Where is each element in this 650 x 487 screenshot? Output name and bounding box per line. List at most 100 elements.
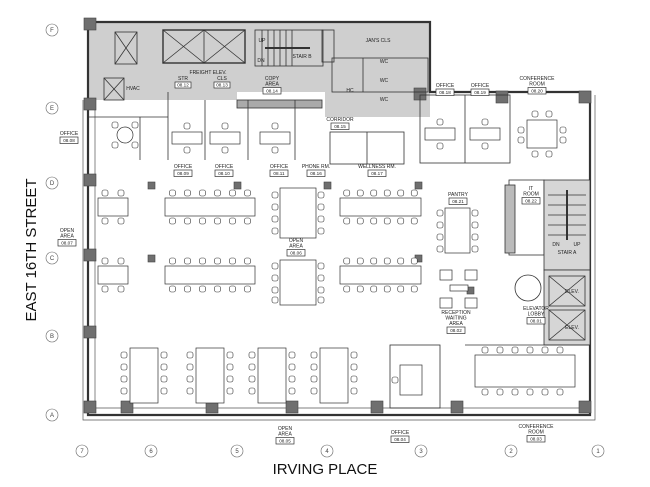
chair — [199, 257, 206, 265]
chair — [356, 257, 364, 265]
chair — [226, 375, 234, 383]
structural-column — [495, 90, 509, 104]
grid-col-bubble: 5 — [230, 444, 244, 458]
core-partitions — [88, 29, 591, 409]
chair — [317, 286, 325, 294]
chair — [229, 189, 236, 197]
room-number: 08.17 — [371, 171, 383, 176]
chair — [310, 387, 318, 395]
chair — [343, 285, 351, 293]
stair-a-up: UP — [574, 242, 582, 248]
chair — [397, 285, 405, 293]
room-number: 08.18 — [439, 90, 451, 95]
grid-row-bubble: A — [45, 408, 59, 422]
grid-row-label: C — [50, 256, 55, 262]
chair — [471, 233, 479, 241]
room-name: RECEPTION — [441, 310, 471, 316]
room-name: PHONE RM. — [302, 164, 330, 170]
chair — [496, 388, 504, 396]
chair — [244, 189, 251, 197]
chair — [244, 257, 251, 265]
chair — [226, 363, 234, 371]
desk — [164, 265, 256, 285]
chair — [397, 189, 405, 197]
chair — [271, 286, 279, 294]
chair — [436, 233, 444, 241]
desk — [97, 197, 129, 217]
chair — [186, 375, 194, 383]
chair — [271, 262, 279, 270]
chair — [271, 122, 279, 130]
freight-elevator-label: FREIGHT ELEV. — [190, 70, 227, 76]
structural-column — [120, 400, 134, 414]
chair — [556, 388, 564, 396]
room-number: 08.21 — [452, 199, 464, 204]
chair — [271, 274, 279, 282]
structural-column — [450, 400, 464, 414]
street-label-irving-place: IRVING PLACE — [273, 461, 378, 478]
structural-column — [83, 97, 97, 111]
room-name: IT — [529, 186, 533, 192]
chair — [186, 387, 194, 395]
room-label-phone-rm: PHONE RM.08.16 — [302, 164, 330, 177]
room-number: 08.06 — [290, 250, 302, 255]
chair — [131, 121, 139, 129]
chair — [410, 189, 418, 197]
room-number: 08.07 — [61, 240, 73, 245]
chair — [481, 346, 489, 354]
room-name: ELEVATOR — [523, 306, 549, 312]
chair — [271, 215, 279, 223]
chair — [370, 285, 378, 293]
chair — [271, 146, 279, 154]
chair — [383, 189, 391, 197]
room-number: 08.14 — [266, 88, 278, 93]
desk — [279, 187, 317, 239]
grid-row-label: B — [50, 334, 54, 340]
chair — [317, 296, 325, 304]
chair — [343, 217, 351, 225]
chair — [310, 351, 318, 359]
stair-a-label: STAIR A — [558, 250, 577, 256]
interior-column — [147, 254, 156, 263]
chair — [288, 363, 296, 371]
structural-column — [83, 173, 97, 187]
chair — [248, 375, 256, 383]
interior-column — [233, 181, 242, 190]
desk — [257, 347, 287, 404]
room-name: OFFICE — [215, 164, 234, 170]
room-name: CORRIDOR — [326, 117, 354, 123]
desk — [424, 127, 456, 141]
chair — [101, 257, 109, 265]
street-label-east-16th: EAST 16TH STREET — [23, 178, 40, 321]
chair — [370, 217, 378, 225]
chair — [517, 136, 525, 144]
chair — [101, 285, 109, 293]
chair — [383, 285, 391, 293]
chair — [186, 351, 194, 359]
grid-col-bubble: 2 — [504, 444, 518, 458]
room-name: ROOM — [528, 430, 544, 436]
chair — [111, 141, 119, 149]
chair — [350, 351, 358, 359]
room-name: AREA — [60, 234, 74, 240]
chair — [271, 191, 279, 199]
elevator-label: ELEV. — [565, 325, 579, 331]
cls-number: 08.13 — [216, 83, 228, 88]
grid-col-label: 6 — [149, 449, 153, 455]
desk — [129, 347, 159, 404]
chair — [481, 118, 489, 126]
room-name: LOBBY — [528, 312, 545, 318]
room-name: OPEN — [60, 228, 75, 234]
chair — [471, 221, 479, 229]
grid-row-bubble: D — [45, 176, 59, 190]
chair — [221, 146, 229, 154]
chair — [317, 274, 325, 282]
chair — [101, 189, 109, 197]
stair-b-dn: DN — [257, 58, 265, 64]
chair — [531, 150, 539, 158]
grid-row-bubble: C — [45, 251, 59, 265]
